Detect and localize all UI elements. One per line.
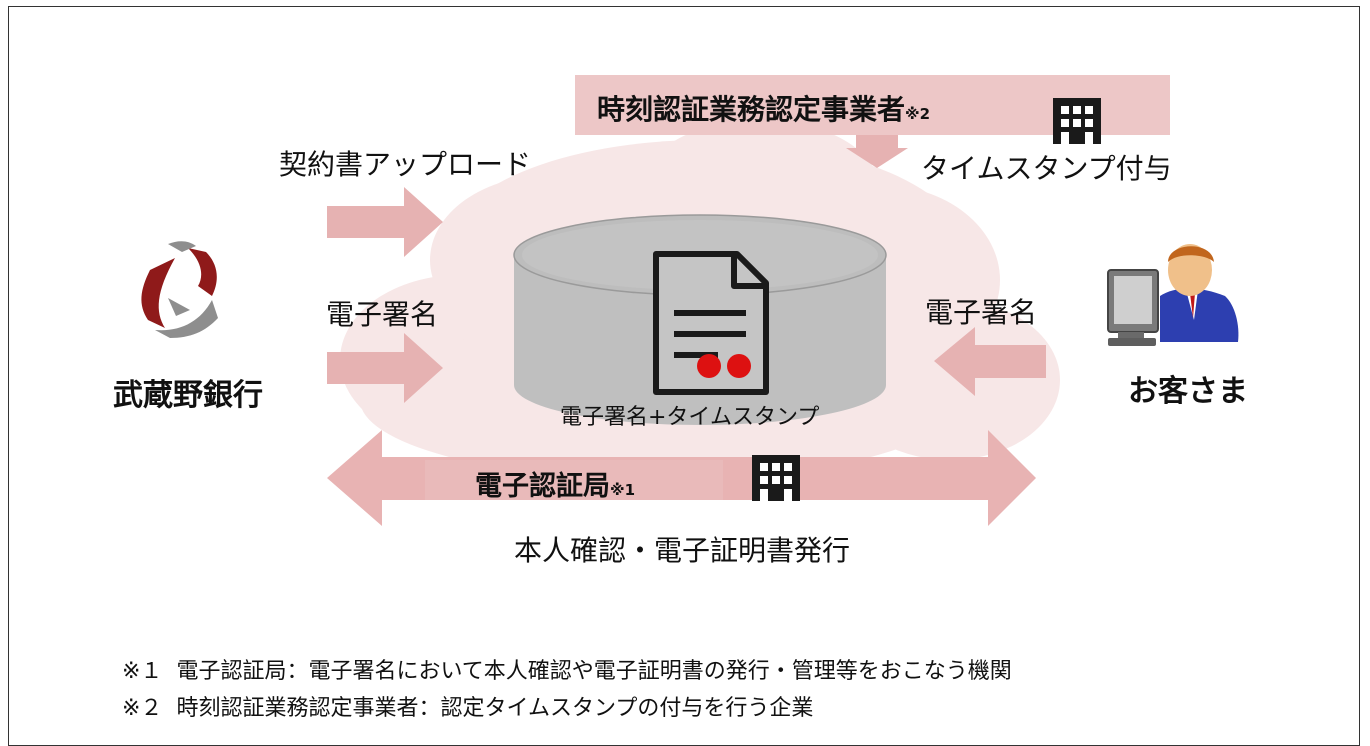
customer-label: お客さま: [1128, 374, 1248, 409]
red-stamp-icon: [697, 354, 751, 378]
cert-label: 本人確認・電子証明書発行: [514, 534, 851, 567]
upload-arrow: [327, 187, 443, 257]
tsa-down-arrow: [846, 135, 908, 168]
database-label: 電子署名+タイムスタンプ: [560, 405, 820, 430]
bank-logo-icon: [141, 241, 218, 338]
esign-left-arrow: [327, 333, 443, 403]
esign-right-arrow: [934, 327, 1046, 396]
upload-label: 契約書アップロード: [279, 148, 532, 181]
building-icon: [752, 455, 800, 501]
diagram-graphics: [141, 75, 1239, 526]
esign-right-label: 電子署名: [925, 296, 1038, 329]
ca-band: [425, 460, 723, 500]
footnote-2: ※２ 時刻認証業務認定事業者：認定タイムスタンプの付与を行う企業: [122, 696, 814, 721]
building-icon: [1053, 98, 1101, 144]
customer-at-pc-icon: [1107, 244, 1239, 346]
timestamp-label: タイムスタンプ付与: [921, 152, 1172, 185]
bank-label: 武蔵野銀行: [113, 378, 263, 413]
ca-label: 電子認証局※1: [475, 471, 636, 502]
tsa-label: 時刻認証業務認定事業者※2: [597, 93, 931, 126]
esign-left-label: 電子署名: [326, 298, 439, 331]
footnote-1: ※１ 電子認証局：電子署名において本人確認や電子証明書の発行・管理等をおこなう機…: [122, 659, 1012, 684]
